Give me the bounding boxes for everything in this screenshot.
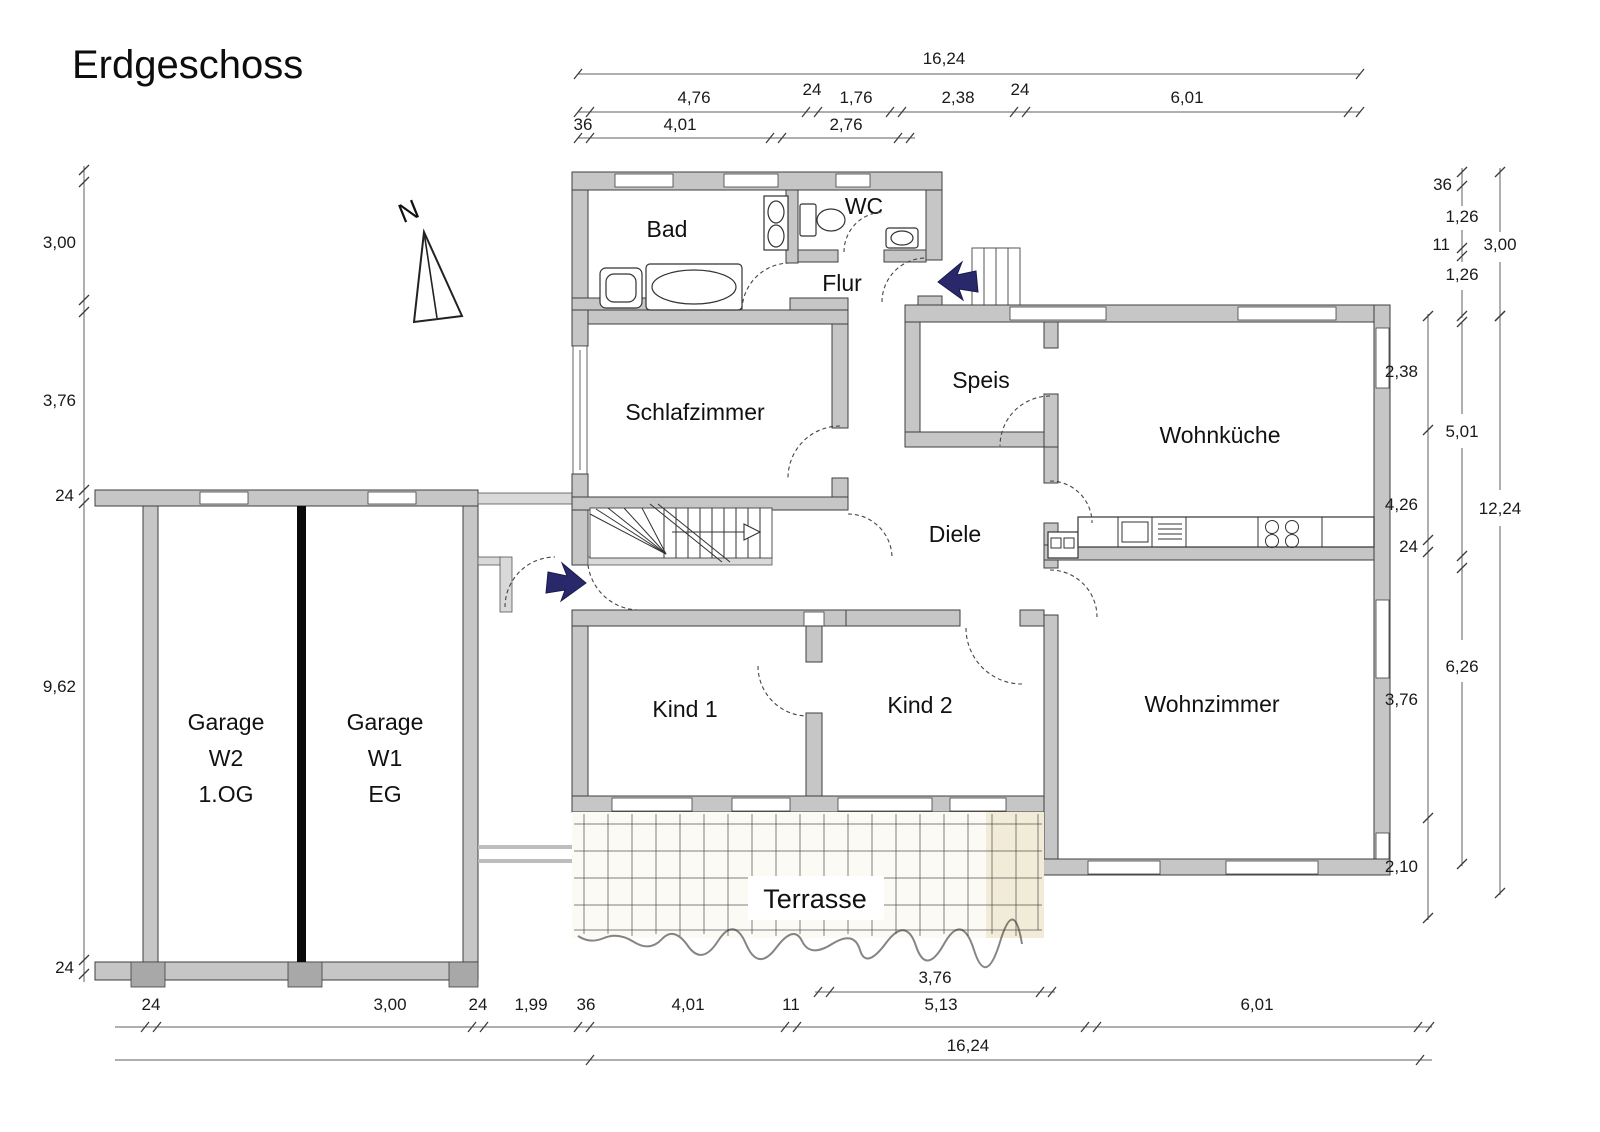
garage-divider-wall: [297, 506, 306, 962]
dim-bottom-5: 4,01: [671, 995, 704, 1014]
dim-bottom-4: 36: [577, 995, 596, 1014]
room-terrasse-label: Terrasse: [763, 884, 867, 914]
garage-walls: [94, 489, 479, 988]
dim-left-0: 3,00: [43, 233, 76, 252]
dim-bottom-3: 1,99: [514, 995, 547, 1014]
dim-bottom-7: 5,13: [924, 995, 957, 1014]
dim-top2-5: 6,01: [1170, 88, 1203, 107]
dim-top3-2: 2,76: [829, 115, 862, 134]
dim-top2-0: 4,76: [677, 88, 710, 107]
north-label: N: [394, 194, 423, 229]
dim-rin-1: 4,26: [1385, 495, 1418, 514]
dim-bottom-6: 11: [782, 995, 800, 1014]
dimensions-top: 16,24 4,76 24 1,76 2,38 24 6,01 36 4,01 …: [573, 49, 1365, 144]
dimensions-left: 3,00 3,76 24 9,62 24: [43, 164, 90, 982]
dim-top2-3: 2,38: [941, 88, 974, 107]
dim-bottom-8: 6,01: [1240, 995, 1273, 1014]
dim-bottom-total: 16,24: [947, 1036, 990, 1055]
dim-left-1: 3,76: [43, 391, 76, 410]
garage-house-connectors: [477, 492, 573, 863]
room-wc-label: WC: [845, 193, 883, 219]
dim-terrace: 3,76: [918, 968, 951, 987]
room-garage-w1: Garage W1 EG: [347, 709, 424, 807]
dimensions-bottom: 3,76 24 3,00 24 1,99 36 4,01 11 5,13 6,0…: [115, 968, 1435, 1066]
bathroom-fixtures: [599, 195, 919, 311]
garage-w2-label-2: W2: [209, 745, 244, 771]
dim-top3-0: 36: [574, 115, 593, 134]
dim-top-total: 16,24: [923, 49, 966, 68]
dim-top2-4: 24: [1011, 80, 1030, 99]
dim-left-2: 24: [55, 486, 74, 505]
dimensions-right: 36 1,26 11 1,26 3,00 2,38 4,26 24 3,76 2…: [1385, 166, 1522, 924]
garage-w1-label-2: W1: [368, 745, 403, 771]
dim-rin-0: 2,38: [1385, 362, 1418, 381]
main-entrance-arrow-icon: [937, 260, 979, 302]
room-wohnzimmer-label: Wohnzimmer: [1144, 691, 1279, 717]
room-wohnkueche-label: Wohnküche: [1159, 422, 1280, 448]
room-kind2-label: Kind 2: [887, 692, 952, 718]
page-title: Erdgeschoss: [72, 43, 303, 87]
dim-rup-2: 11: [1432, 235, 1450, 254]
dim-bottom-1: 3,00: [373, 995, 406, 1014]
side-entrance-arrow-icon: [545, 561, 587, 603]
room-garage-w2: Garage W2 1.OG: [188, 709, 265, 807]
entrance-steps: [971, 247, 1021, 307]
toilet-icon: [799, 203, 817, 237]
room-bad-label: Bad: [647, 216, 688, 242]
dim-top3-1: 4,01: [663, 115, 696, 134]
center-block-walls: [571, 309, 1045, 813]
dim-right-total: 12,24: [1479, 499, 1522, 518]
stair-direction-arrow-icon: [743, 523, 762, 541]
garage-w1-label-1: Garage: [347, 709, 424, 735]
dim-rup-0: 36: [1433, 175, 1452, 194]
room-speis-label: Speis: [952, 367, 1010, 393]
garage-w1-label-3: EG: [368, 781, 401, 807]
dim-bottom-0: 24: [142, 995, 161, 1014]
dim-left-4: 24: [55, 958, 74, 977]
terrace-label-box: [748, 876, 884, 920]
garage-w2-label-1: Garage: [188, 709, 265, 735]
dim-rup-3: 1,26: [1445, 265, 1478, 284]
north-arrow-icon: N: [394, 194, 464, 324]
dim-rmid-0: 5,01: [1445, 422, 1478, 441]
dim-rmid-1: 6,26: [1445, 657, 1478, 676]
room-kind1-label: Kind 1: [652, 696, 717, 722]
dim-rin-2: 24: [1399, 537, 1418, 556]
room-diele-label: Diele: [929, 521, 981, 547]
dim-left-3: 9,62: [43, 677, 76, 696]
dim-top2-2: 1,76: [839, 88, 872, 107]
dim-rup-1: 1,26: [1445, 207, 1478, 226]
terrace: Terrasse: [572, 812, 1044, 969]
staircase: [589, 503, 773, 563]
right-block-walls: [904, 304, 1391, 876]
door-swings: [504, 211, 1098, 717]
dim-top2-1: 24: [803, 80, 822, 99]
garage-w2-label-3: 1.OG: [199, 781, 254, 807]
terrace-ragged-edge: [577, 918, 1023, 969]
dim-rin-3: 3,76: [1385, 690, 1418, 709]
dim-bottom-2: 24: [469, 995, 488, 1014]
kitchen-fixtures: [1047, 516, 1375, 559]
room-schlafzimmer-label: Schlafzimmer: [625, 399, 765, 425]
dim-rup-total: 3,00: [1483, 235, 1516, 254]
room-flur-label: Flur: [822, 270, 862, 296]
dim-rin-4: 2,10: [1385, 857, 1418, 876]
